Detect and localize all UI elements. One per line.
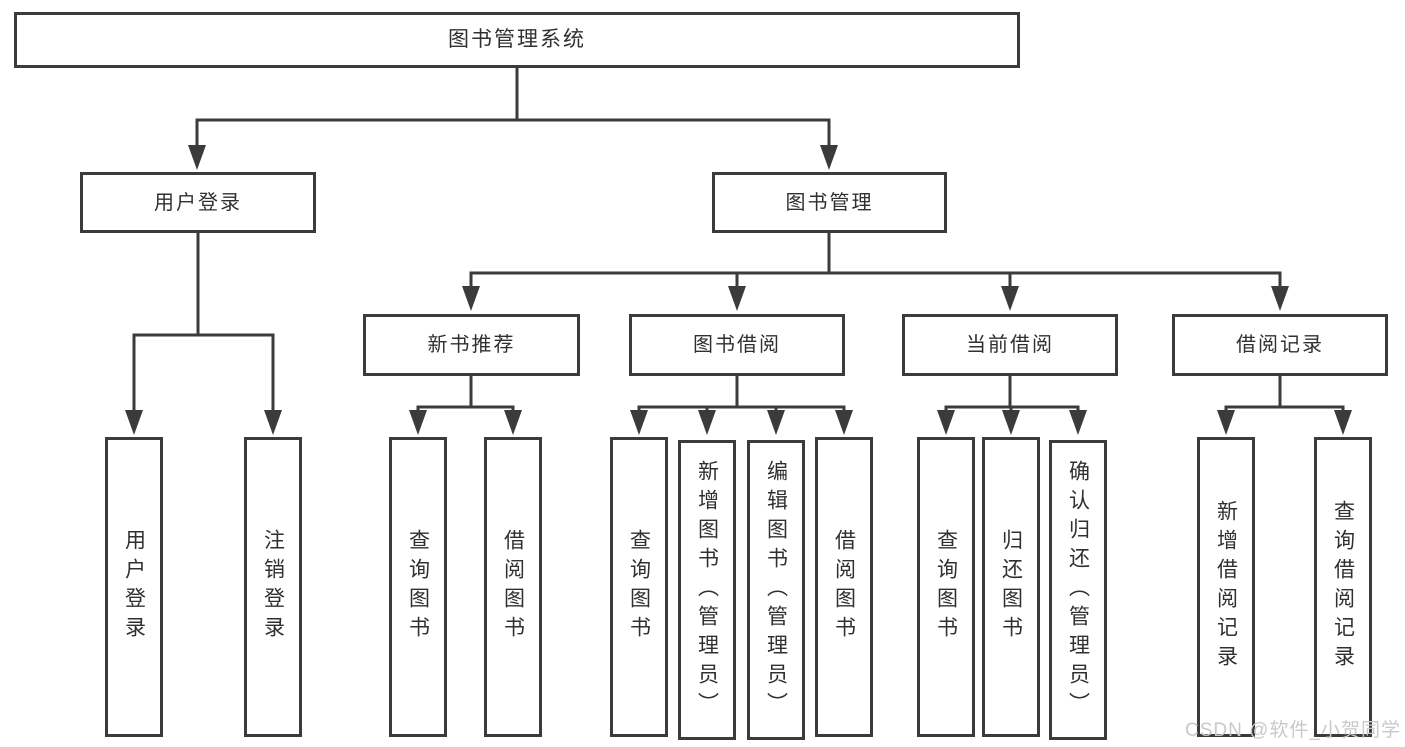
leaf-query-borrow-record: 查询借阅记录 — [1314, 437, 1372, 737]
leaf-label: 借阅图书 — [832, 529, 856, 645]
node-label: 借阅记录 — [1236, 334, 1324, 356]
leaf-label: 归还图书 — [999, 529, 1023, 645]
node-new-book-recommendation: 新书推荐 — [363, 314, 580, 376]
leaf-label: 确认归还（管理员） — [1066, 459, 1090, 721]
node-book-borrowing: 图书借阅 — [629, 314, 845, 376]
node-user-login-branch: 用户登录 — [80, 172, 316, 233]
leaf-borrow-books: 借阅图书 — [815, 437, 873, 737]
leaf-edit-book-admin: 编辑图书（管理员） — [747, 440, 805, 740]
node-borrowing-records: 借阅记录 — [1172, 314, 1388, 376]
leaf-label: 查询借阅记录 — [1331, 500, 1355, 674]
leaf-query-books-current: 查询图书 — [917, 437, 975, 737]
leaf-label: 编辑图书（管理员） — [764, 459, 788, 721]
leaf-label: 新增借阅记录 — [1214, 500, 1238, 674]
node-library-management-system: 图书管理系统 — [14, 12, 1020, 68]
leaf-user-login: 用户登录 — [105, 437, 163, 737]
node-label: 图书管理系统 — [448, 28, 586, 52]
leaf-add-borrow-record: 新增借阅记录 — [1197, 437, 1255, 737]
node-label: 新书推荐 — [427, 334, 516, 356]
leaf-label: 查询图书 — [934, 529, 958, 645]
leaf-add-book-admin: 新增图书（管理员） — [678, 440, 736, 740]
leaf-logout: 注销登录 — [244, 437, 302, 737]
arrowheads — [125, 145, 1352, 435]
leaf-label: 借阅图书 — [501, 529, 525, 645]
node-book-management-branch: 图书管理 — [712, 172, 947, 233]
leaf-query-books-recommend: 查询图书 — [389, 437, 447, 737]
node-label: 图书管理 — [785, 191, 874, 214]
leaf-label: 查询图书 — [627, 529, 651, 645]
leaf-query-books-borrow: 查询图书 — [610, 437, 668, 737]
leaf-label: 用户登录 — [122, 529, 146, 645]
leaf-borrow-books-recommend: 借阅图书 — [484, 437, 542, 737]
node-label: 用户登录 — [154, 191, 242, 214]
node-current-borrowing: 当前借阅 — [902, 314, 1118, 376]
leaf-return-book: 归还图书 — [982, 437, 1040, 737]
leaf-label: 查询图书 — [406, 529, 430, 645]
node-label: 图书借阅 — [693, 334, 781, 356]
leaf-label: 新增图书（管理员） — [695, 459, 719, 721]
leaf-confirm-return-admin: 确认归还（管理员） — [1049, 440, 1107, 740]
csdn-watermark: CSDN @软件_小贺同学 — [1185, 720, 1401, 741]
node-label: 当前借阅 — [966, 334, 1054, 356]
leaf-label: 注销登录 — [261, 529, 285, 645]
